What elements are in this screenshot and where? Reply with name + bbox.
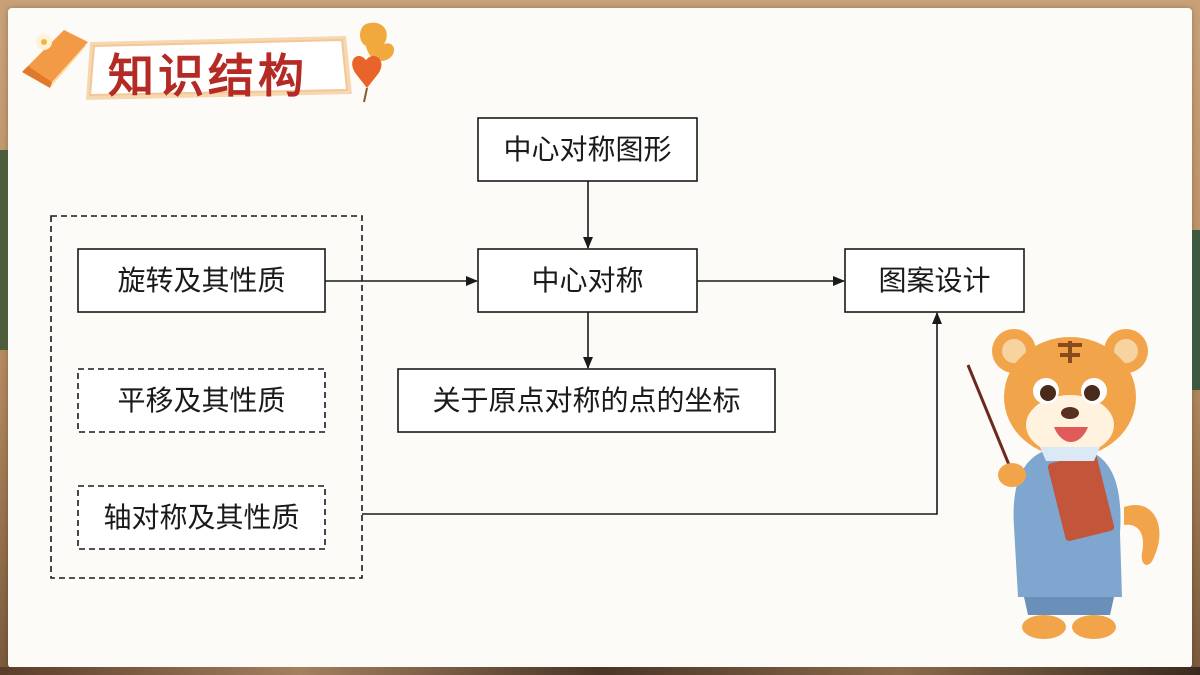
node-rotation-properties: 旋转及其性质: [77, 248, 326, 313]
heart-leaf-icon: [352, 55, 382, 103]
node-label: 中心对称图形: [503, 133, 671, 166]
node-translation-properties: 平移及其性质: [77, 368, 326, 433]
node-pattern-design: 图案设计: [844, 248, 1025, 313]
tiger-teacher-mascot: [966, 329, 1160, 639]
page-title: 知识结构: [108, 49, 308, 103]
transformation-group-dashed: [50, 215, 363, 579]
left-board-edge: [0, 150, 8, 350]
book-icon: [22, 30, 88, 88]
node-central-symmetric-figure: 中心对称图形: [477, 117, 698, 182]
node-label: 轴对称及其性质: [103, 501, 299, 534]
title-banner-art: [22, 22, 395, 103]
title-banner: 知识结构: [20, 16, 400, 108]
node-axial-symmetry-properties: 轴对称及其性质: [77, 485, 326, 550]
node-central-symmetry: 中心对称: [477, 248, 698, 313]
bottom-floor-strip: [0, 667, 1200, 675]
node-label: 旋转及其性质: [117, 264, 285, 297]
edge-group-to-pattern-design: [362, 312, 942, 515]
node-label: 中心对称: [531, 264, 643, 297]
node-label: 关于原点对称的点的坐标: [432, 384, 740, 417]
node-label: 图案设计: [878, 264, 990, 297]
right-board-edge: [1192, 230, 1200, 390]
node-label: 平移及其性质: [117, 384, 285, 417]
node-origin-symmetric-coordinates: 关于原点对称的点的坐标: [397, 368, 776, 433]
autumn-leaf-icon: [360, 22, 395, 62]
